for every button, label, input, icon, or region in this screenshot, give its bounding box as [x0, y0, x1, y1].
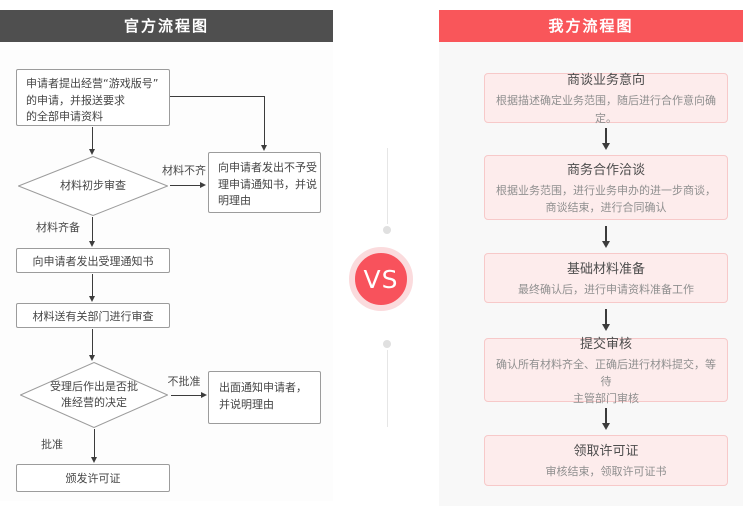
branch-label-complete: 材料齐备	[36, 221, 80, 234]
connector-dot	[383, 340, 391, 348]
step-card-intent: 商谈业务意向 根据描述确定业务范围，随后进行合作意向确定。	[484, 73, 728, 125]
divider-line	[387, 350, 388, 427]
step-card-negotiation: 商务合作洽谈 根据业务范围，进行业务申办的进一步商谈， 商谈结束，进行合同确认	[484, 155, 728, 220]
step-title: 提交审核	[579, 336, 632, 352]
flow-decision-initial-check-label: 材料初步审查	[60, 178, 126, 192]
step-desc: 审核结束，领取许可证书	[545, 465, 667, 479]
arrow-right-icon	[171, 392, 207, 398]
arrow-right-icon	[170, 182, 206, 188]
official-panel-title: 官方流程图	[0, 10, 333, 42]
arrow-down-icon	[89, 329, 95, 361]
arrow-down-icon	[89, 274, 95, 302]
flow-node-license: 颁发许可证	[16, 464, 170, 492]
arrow-down-icon	[602, 408, 610, 430]
step-title: 领取许可证	[573, 444, 639, 460]
branch-label-yes: 批准	[41, 438, 63, 451]
branch-label-incomplete: 材料不齐	[162, 164, 206, 177]
step-card-submit: 提交审核 确认所有材料齐全、正确后进行材料提交，等待 主管部门审核	[484, 337, 728, 405]
step-desc: 最终确认后，进行申请资料准备工作	[518, 282, 694, 296]
branch-label-no: 不批准	[167, 375, 201, 388]
flow-decision-initial-check: 材料初步审查	[18, 156, 168, 216]
arrow-down-icon	[602, 309, 610, 331]
step-card-license: 领取许可证 审核结束，领取许可证书	[484, 435, 728, 486]
step-title: 商谈业务意向	[566, 73, 645, 89]
flow-node-accept-notice: 向申请者发出受理通知书	[16, 248, 170, 273]
connector-line	[170, 96, 265, 97]
arrow-down-icon	[89, 127, 95, 155]
flow-decision-approval: 受理后作出是否批 准经营的决定	[20, 362, 168, 428]
arrow-down-icon	[91, 429, 97, 463]
divider-line	[387, 148, 388, 224]
flow-node-notify-reject: 出面通知申请者， 并说明理由	[208, 371, 321, 424]
step-desc: 根据业务范围，进行业务申办的进一步商谈， 商谈结束，进行合同确认	[496, 183, 716, 214]
diamond-shape	[18, 156, 168, 216]
step-card-materials: 基础材料准备 最终确认后，进行申请资料准备工作	[484, 253, 728, 303]
flow-decision-approval-label: 受理后作出是否批 准经营的决定	[50, 379, 138, 410]
step-title: 商务合作洽谈	[566, 162, 645, 178]
arrow-down-icon	[602, 128, 610, 150]
flow-node-reject-notice: 向申请者发出不予受 理申请通知书，并说 明理由	[208, 152, 321, 213]
arrow-down-icon	[89, 217, 95, 247]
flow-node-start: 申请者提出经营“游戏版号” 的申请，并报送要求 的全部申请资料	[16, 69, 170, 126]
our-panel-title: 我方流程图	[439, 10, 743, 42]
step-title: 基础材料准备	[566, 261, 645, 277]
connector-dot	[383, 226, 391, 234]
step-desc: 根据描述确定业务范围，随后进行合作意向确定。	[496, 94, 716, 125]
step-desc: 确认所有材料齐全、正确后进行材料提交，等待 主管部门审核	[496, 357, 716, 406]
arrow-down-icon	[602, 226, 610, 248]
arrow-down-icon	[261, 96, 267, 151]
vs-badge: VS	[349, 247, 413, 311]
diamond-shape	[20, 362, 168, 428]
flow-node-review: 材料送有关部门进行审查	[16, 303, 170, 328]
